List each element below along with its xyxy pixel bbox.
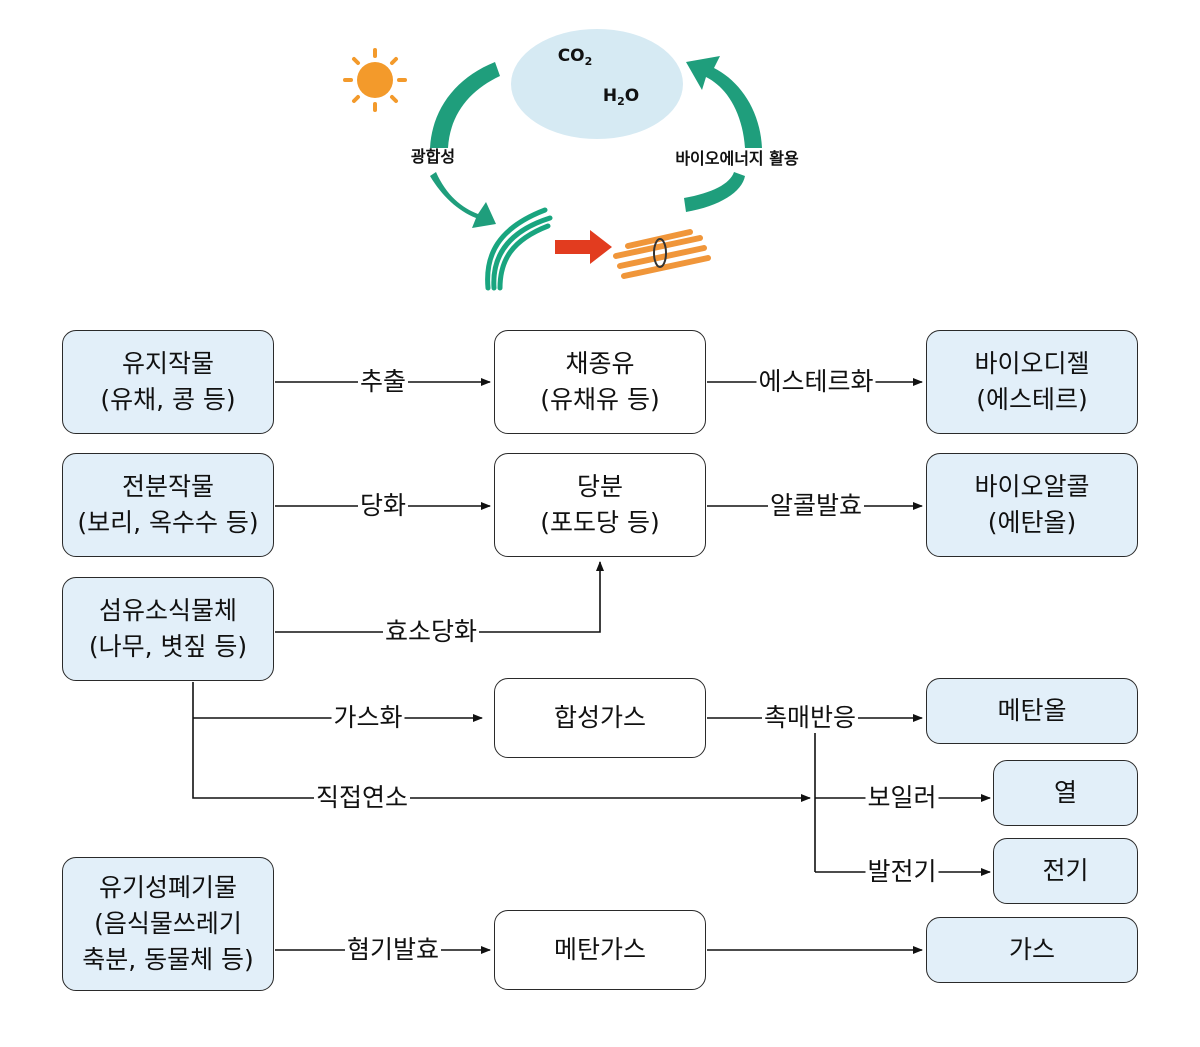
sugar-title: 당분 xyxy=(576,472,623,501)
atmosphere-cloud xyxy=(511,29,683,139)
electricity-box: 전기 xyxy=(993,838,1138,904)
methane-title: 메탄가스 xyxy=(553,935,646,964)
oil-crops-box: 유지작물 (유채, 콩 등) xyxy=(62,330,274,434)
bioalcohol-title: 바이오알콜 xyxy=(974,472,1090,501)
h2o-label: H2O xyxy=(602,85,640,109)
sugar-examples: (포도당 등) xyxy=(540,508,660,537)
heat-box: 열 xyxy=(993,760,1138,826)
bioenergy-use-label: 바이오에너지 활용 xyxy=(675,149,799,168)
starch-crops-title: 전분작물 xyxy=(121,472,214,501)
oil-crops-title: 유지작물 xyxy=(121,349,214,378)
methanol-title: 메탄올 xyxy=(997,696,1067,725)
catalytic-label: 촉매반응 xyxy=(761,703,859,733)
generator-label: 발전기 xyxy=(865,857,939,887)
rapeseed-oil-box: 채종유 (유채유 등) xyxy=(494,330,706,434)
sugar-box: 당분 (포도당 등) xyxy=(494,453,706,557)
methanol-box: 메탄올 xyxy=(926,678,1138,744)
methane-box: 메탄가스 xyxy=(494,910,706,990)
combustion-label: 직접연소 xyxy=(313,783,411,813)
biodiesel-examples: (에스테르) xyxy=(976,385,1088,414)
syngas-box: 합성가스 xyxy=(494,678,706,758)
rapeseed-oil-examples: (유채유 등) xyxy=(540,385,660,414)
bioenergy-use-arrow xyxy=(684,56,762,212)
organic-waste-examples-2: 축분, 동물체 등) xyxy=(82,945,254,974)
biodiesel-title: 바이오디젤 xyxy=(974,349,1090,378)
organic-waste-examples-1: (음식물쓰레기 xyxy=(94,909,242,938)
fermentation-label: 알콜발효 xyxy=(767,491,865,521)
starch-crops-box: 전분작물 (보리, 옥수수 등) xyxy=(62,453,274,557)
biodiesel-box: 바이오디젤 (에스테르) xyxy=(926,330,1138,434)
plant-icon xyxy=(485,207,553,291)
bioalcohol-examples: (에탄올) xyxy=(987,508,1077,537)
red-arrow-icon xyxy=(555,230,612,264)
boiler-label: 보일러 xyxy=(865,783,939,813)
electricity-title: 전기 xyxy=(1042,856,1089,885)
rapeseed-oil-title: 채종유 xyxy=(565,349,635,378)
cellulosic-box: 섬유소식물체 (나무, 볏짚 등) xyxy=(62,577,274,681)
gas-title: 가스 xyxy=(1008,935,1055,964)
organic-waste-box: 유기성폐기물 (음식물쓰레기 축분, 동물체 등) xyxy=(62,857,274,991)
oil-crops-examples: (유채, 콩 등) xyxy=(100,385,236,414)
syngas-title: 합성가스 xyxy=(553,703,646,732)
flow-connectors xyxy=(192,378,991,954)
gas-box: 가스 xyxy=(926,917,1138,983)
heat-title: 열 xyxy=(1053,778,1077,807)
starch-crops-examples: (보리, 옥수수 등) xyxy=(77,508,259,537)
bioalcohol-box: 바이오알콜 (에탄올) xyxy=(926,453,1138,557)
cellulosic-title: 섬유소식물체 xyxy=(98,596,237,625)
saccharification-label: 당화 xyxy=(357,491,409,521)
wood-logs-icon xyxy=(613,229,711,279)
gasification-label: 가스화 xyxy=(331,703,405,733)
organic-waste-title: 유기성폐기물 xyxy=(98,873,237,902)
anaerobic-label: 혐기발효 xyxy=(344,935,442,965)
esterification-label: 에스테르화 xyxy=(756,367,876,397)
photosynthesis-arrow xyxy=(430,62,500,228)
sun-icon xyxy=(343,48,407,112)
co2-label: CO2 xyxy=(557,45,593,69)
cellulosic-examples: (나무, 볏짚 등) xyxy=(88,632,248,661)
photosynthesis-label: 광합성 xyxy=(410,147,456,166)
enzymatic-label: 효소당화 xyxy=(382,617,480,647)
extraction-label: 추출 xyxy=(357,367,409,397)
